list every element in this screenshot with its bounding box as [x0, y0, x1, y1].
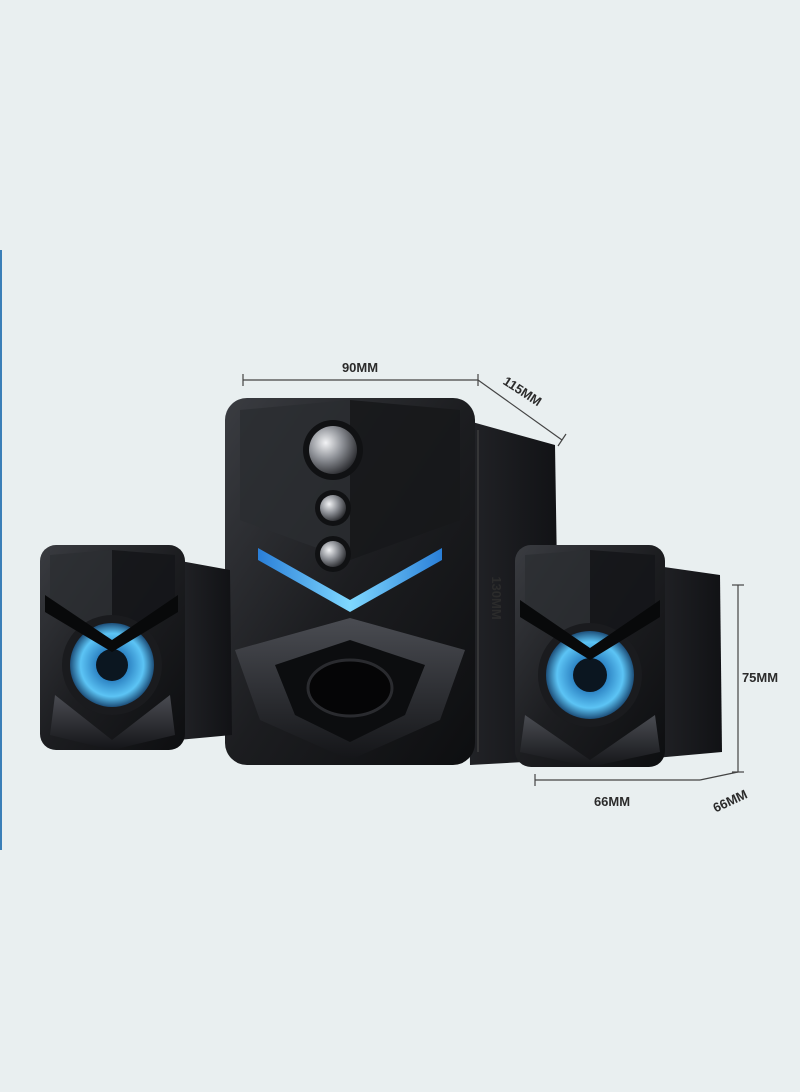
- right-satellite-brow: [520, 600, 660, 660]
- dimension-lines: [242, 374, 744, 786]
- left-satellite-lower-facet: [50, 695, 175, 750]
- left-edge-accent: [0, 250, 2, 850]
- subwoofer-bass-port: [306, 658, 394, 718]
- treble-knob-icon: [320, 541, 346, 567]
- right-satellite-facet-right: [590, 550, 655, 645]
- sub-depth-line: [477, 379, 563, 441]
- sat-depth-line: [699, 771, 739, 781]
- right-satellite-speaker: [515, 545, 722, 767]
- subwoofer: [225, 398, 560, 765]
- right-satellite-dust-cap: [573, 658, 607, 692]
- sat-height-label: 75MM: [742, 670, 778, 685]
- left-satellite-dust-cap: [96, 649, 128, 681]
- sub-width-label: 90MM: [342, 360, 378, 375]
- subwoofer-facet-right: [350, 400, 460, 560]
- sub-depth-label: 115MM: [500, 373, 544, 409]
- volume-knob-icon: [309, 426, 357, 474]
- left-satellite-speaker: [40, 545, 232, 750]
- sub-height-label: 130MM: [489, 576, 504, 619]
- left-satellite-side: [175, 560, 232, 740]
- left-satellite-brow: [45, 595, 178, 652]
- right-satellite-lower-facet: [520, 715, 660, 767]
- sat-depth-label: 66MM: [711, 786, 750, 815]
- right-satellite-side: [650, 565, 722, 758]
- subwoofer-led-chevron: [258, 548, 442, 612]
- right-satellite-facet-left: [525, 550, 590, 645]
- sat-width-label: 66MM: [594, 794, 630, 809]
- bass-knob-icon: [320, 495, 346, 521]
